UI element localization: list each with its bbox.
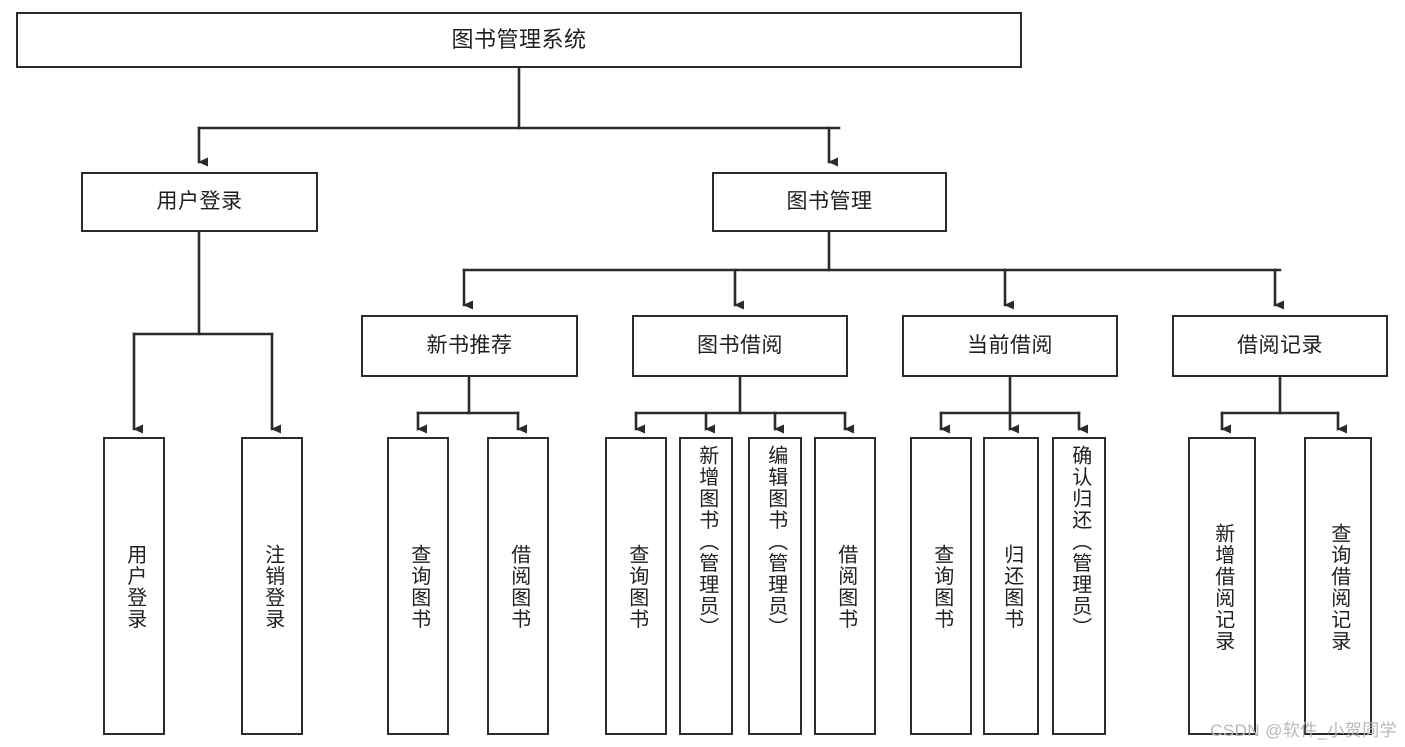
node-book-borrow[interactable]: 图书借阅 <box>632 315 848 377</box>
node-label: 查询图书 <box>930 544 953 630</box>
node-current-borrow[interactable]: 当前借阅 <box>902 315 1118 377</box>
node-label: 编辑图书（管理员） <box>764 445 787 639</box>
node-label: 用户登录 <box>123 544 146 630</box>
node-label: 查询图书 <box>407 544 430 630</box>
node-label: 注销登录 <box>261 544 284 630</box>
node-user-login[interactable]: 用户登录 <box>81 172 318 232</box>
node-label: 查询借阅记录 <box>1327 522 1350 652</box>
leaf-current-borrow-confirm[interactable]: 确认归还（管理员） <box>1052 437 1106 735</box>
node-borrow-record[interactable]: 借阅记录 <box>1172 315 1388 377</box>
node-label: 借阅图书 <box>507 544 530 630</box>
leaf-current-borrow-query[interactable]: 查询图书 <box>910 437 972 735</box>
node-book-management[interactable]: 图书管理 <box>712 172 947 232</box>
node-root-system[interactable]: 图书管理系统 <box>16 12 1022 68</box>
node-label: 图书借阅 <box>697 333 783 357</box>
leaf-book-borrow-query[interactable]: 查询图书 <box>605 437 667 735</box>
node-label: 查询图书 <box>625 544 648 630</box>
leaf-user-login-signout[interactable]: 注销登录 <box>241 437 303 735</box>
leaf-user-login-signin[interactable]: 用户登录 <box>103 437 165 735</box>
leaf-book-borrow-lend[interactable]: 借阅图书 <box>814 437 876 735</box>
node-label: 确认归还（管理员） <box>1068 445 1091 639</box>
node-label: 新增借阅记录 <box>1211 522 1234 652</box>
leaf-borrow-record-add[interactable]: 新增借阅记录 <box>1188 437 1256 735</box>
leaf-new-book-query[interactable]: 查询图书 <box>387 437 449 735</box>
leaf-current-borrow-return[interactable]: 归还图书 <box>983 437 1039 735</box>
node-label: 新增图书（管理员） <box>695 445 718 639</box>
leaf-book-borrow-add[interactable]: 新增图书（管理员） <box>679 437 733 735</box>
node-label: 借阅记录 <box>1237 333 1323 357</box>
node-label: 用户登录 <box>156 189 243 213</box>
csdn-watermark: CSDN @软件_小贺同学 <box>1210 721 1397 740</box>
leaf-borrow-record-query[interactable]: 查询借阅记录 <box>1304 437 1372 735</box>
node-label: 归还图书 <box>1000 544 1023 630</box>
leaf-new-book-borrow[interactable]: 借阅图书 <box>487 437 549 735</box>
node-label: 图书管理系统 <box>451 27 587 53</box>
leaf-book-borrow-edit[interactable]: 编辑图书（管理员） <box>748 437 802 735</box>
node-label: 图书管理 <box>786 189 873 213</box>
node-label: 当前借阅 <box>967 333 1053 357</box>
node-label: 借阅图书 <box>834 544 857 630</box>
node-label: 新书推荐 <box>426 333 513 357</box>
node-new-book-recommend[interactable]: 新书推荐 <box>361 315 578 377</box>
